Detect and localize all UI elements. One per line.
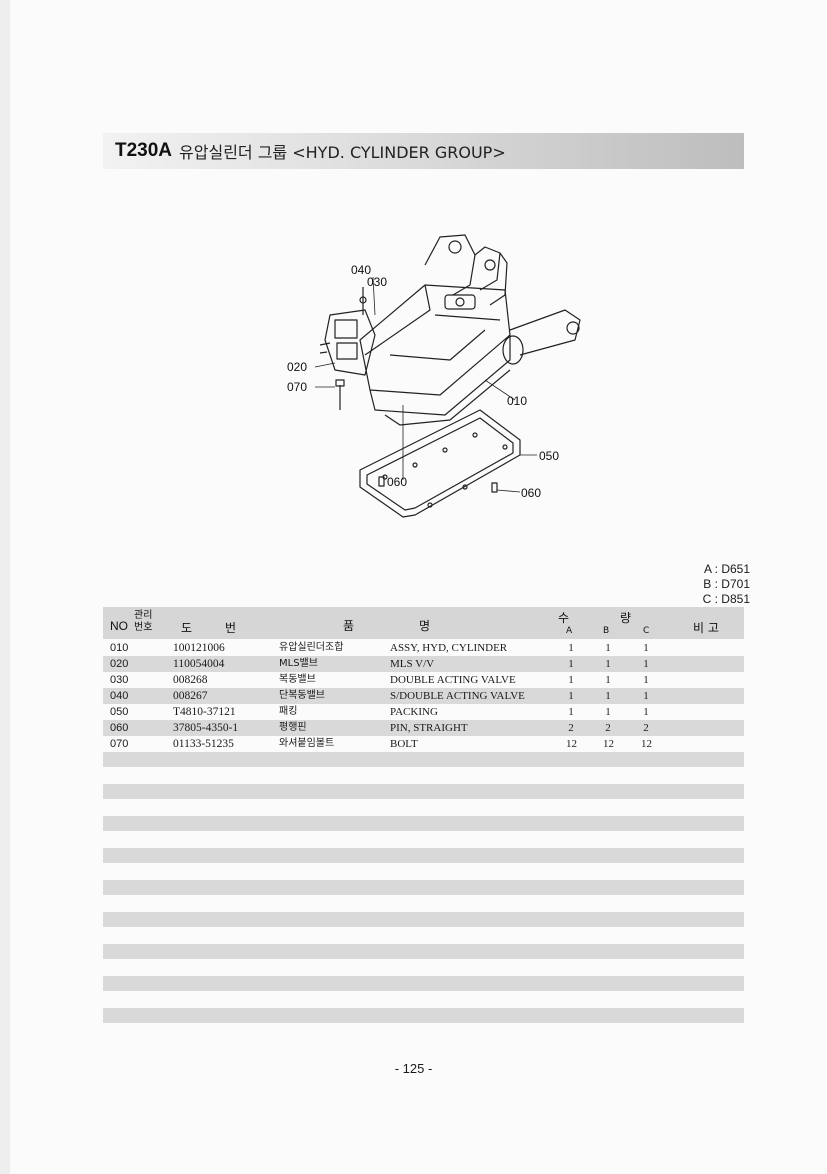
row-qty-a: 1	[568, 706, 574, 718]
header-name-1: 품	[343, 619, 355, 633]
callout-020: 020	[287, 360, 307, 374]
group-code: T230A	[115, 140, 173, 161]
row-qty-b: 1	[605, 658, 611, 670]
header-qty-2: 량	[620, 611, 632, 625]
row-no: 030	[110, 674, 129, 686]
callout-060-right: 060	[521, 486, 541, 500]
row-name-en: DOUBLE ACTING VALVE	[390, 674, 516, 686]
row-qty-c: 1	[643, 642, 649, 654]
empty-row-stripe	[103, 912, 744, 927]
group-title: 유압실린더 그룹 <HYD. CYLINDER GROUP>	[179, 143, 506, 162]
page-edge	[0, 0, 10, 1174]
page-number: - 125 -	[394, 1061, 433, 1076]
empty-row-stripe	[103, 848, 744, 863]
row-name-en: S/DOUBLE ACTING VALVE	[390, 690, 525, 702]
row-qty-b: 1	[605, 674, 611, 686]
model-b: B : D701	[703, 577, 750, 591]
empty-row-stripe	[103, 944, 744, 959]
row-name-kr: 복동밸브	[279, 674, 316, 685]
empty-row-stripe	[103, 784, 744, 799]
row-qty-b: 1	[605, 642, 611, 654]
row-part-no: 37805-4350-1	[173, 722, 239, 734]
table-row: 040 008267 단복동밸브 S/DOUBLE ACTING VALVE 1…	[103, 688, 744, 704]
empty-row-stripe	[103, 976, 744, 991]
row-no: 060	[110, 722, 129, 734]
header-name-2: 명	[419, 619, 431, 633]
callout-070: 070	[287, 380, 307, 394]
row-name-en: ASSY, HYD, CYLINDER	[390, 642, 508, 654]
row-qty-c: 2	[643, 722, 649, 734]
empty-row-stripe	[103, 880, 744, 895]
row-name-kr: 와셔붙임볼트	[279, 738, 335, 749]
row-name-en: PIN, STRAIGHT	[390, 722, 468, 734]
header-qty-c: C	[643, 626, 650, 636]
row-qty-b: 1	[605, 690, 611, 702]
model-c: C : D851	[702, 592, 750, 606]
row-qty-c: 1	[643, 674, 649, 686]
table-row: 050 T4810-37121 패킹 PACKING 1 1 1	[103, 704, 744, 720]
header-qty-1: 수	[558, 611, 570, 625]
row-no: 020	[110, 658, 129, 670]
callout-040: 040	[351, 263, 371, 277]
hydraulic-cylinder-drawing: 040 030 020 070 010 050 060 060	[287, 234, 581, 518]
header-remarks: 비 고	[693, 621, 719, 635]
row-qty-b: 12	[603, 738, 614, 750]
title-bar: T230A 유압실린더 그룹 <HYD. CYLINDER GROUP>	[103, 133, 744, 169]
row-name-kr: 평행핀	[279, 722, 307, 733]
row-qty-c: 1	[643, 706, 649, 718]
parts-table-header: NO 관리 번호 도 번 품 명 수 량 A B C 비 고	[103, 607, 744, 639]
row-qty-a: 1	[568, 674, 574, 686]
row-name-kr: 단복동밸브	[279, 690, 325, 701]
row-no: 040	[110, 690, 129, 702]
table-row: 060 37805-4350-1 평행핀 PIN, STRAIGHT 2 2 2	[103, 720, 744, 736]
row-part-no: 100121006	[173, 642, 225, 654]
row-qty-a: 2	[568, 722, 574, 734]
row-name-en: MLS V/V	[390, 658, 435, 670]
row-no: 010	[110, 642, 129, 654]
row-qty-b: 1	[605, 706, 611, 718]
row-part-no: T4810-37121	[173, 706, 236, 718]
row-name-kr: 패킹	[279, 706, 298, 717]
row-qty-a: 1	[568, 658, 574, 670]
header-ref: 관리 번호	[134, 610, 153, 633]
row-name-kr: MLS밸브	[279, 658, 318, 669]
row-name-kr: 유압실린더조합	[279, 642, 344, 653]
model-a: A : D651	[703, 562, 750, 576]
row-part-no: 008268	[173, 674, 208, 686]
exploded-diagram: 040 030 020 070 010 050 060 060	[275, 225, 595, 535]
header-part-no-1: 도	[181, 621, 193, 635]
callout-010: 010	[507, 394, 527, 408]
row-name-en: BOLT	[390, 738, 418, 750]
table-row: 030 008268 복동밸브 DOUBLE ACTING VALVE 1 1 …	[103, 672, 744, 688]
callout-030: 030	[367, 275, 387, 289]
header-part-no-2: 번	[225, 621, 237, 635]
row-qty-c: 1	[643, 690, 649, 702]
row-qty-a: 12	[566, 738, 577, 750]
row-part-no: 01133-51235	[173, 738, 234, 750]
empty-row-stripe	[103, 1008, 744, 1023]
model-legend: A : D651 B : D701 C : D851	[660, 562, 750, 607]
row-qty-c: 12	[641, 738, 652, 750]
row-name-en: PACKING	[390, 706, 438, 718]
header-qty-b: B	[603, 626, 610, 636]
callout-050: 050	[539, 449, 559, 463]
header-no: NO	[110, 619, 128, 633]
row-part-no: 110054004	[173, 658, 225, 670]
row-qty-c: 1	[643, 658, 649, 670]
table-row: 010 100121006 유압실린더조합 ASSY, HYD, CYLINDE…	[103, 640, 744, 656]
row-qty-b: 2	[605, 722, 611, 734]
row-qty-a: 1	[568, 642, 574, 654]
row-no: 050	[110, 706, 129, 718]
table-row: 070 01133-51235 와셔붙임볼트 BOLT 12 12 12	[103, 736, 744, 752]
empty-row-stripe	[103, 816, 744, 831]
empty-row-stripe	[103, 752, 744, 767]
table-row: 020 110054004 MLS밸브 MLS V/V 1 1 1	[103, 656, 744, 672]
row-no: 070	[110, 738, 129, 750]
row-qty-a: 1	[568, 690, 574, 702]
row-part-no: 008267	[173, 690, 208, 702]
callout-060-left: 060	[387, 475, 407, 489]
header-qty-a: A	[566, 626, 573, 636]
